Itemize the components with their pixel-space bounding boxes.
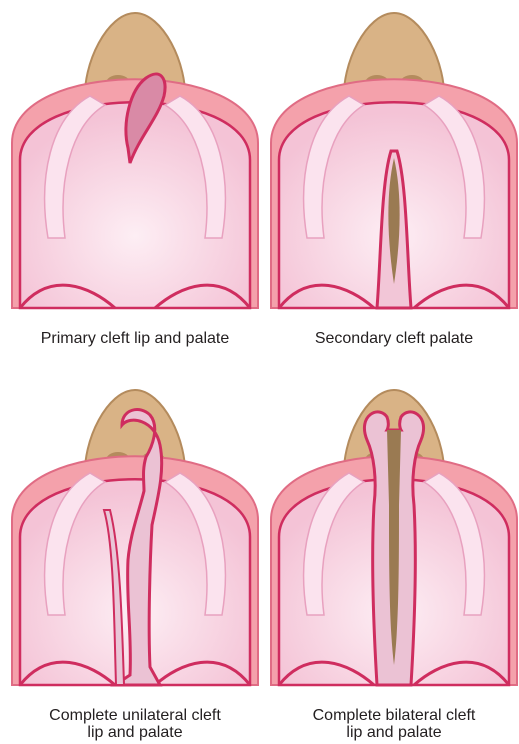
caption-primary: Primary cleft lip and palate (10, 330, 260, 347)
unilateral-cleft-illustration (10, 385, 260, 697)
panel-secondary (269, 8, 519, 320)
caption-line: Primary cleft lip and palate (10, 330, 260, 347)
caption-line: lip and palate (10, 724, 260, 741)
caption-secondary: Secondary cleft palate (269, 330, 519, 347)
panel-unilateral (10, 385, 260, 697)
secondary-cleft-illustration (269, 8, 519, 320)
caption-line: Complete unilateral cleft (10, 707, 260, 724)
caption-bilateral: Complete bilateral cleft lip and palate (269, 707, 519, 741)
panel-primary (10, 8, 260, 320)
primary-cleft-illustration (10, 8, 260, 320)
panel-bilateral (269, 385, 519, 697)
caption-unilateral: Complete unilateral cleft lip and palate (10, 707, 260, 741)
caption-line: Secondary cleft palate (269, 330, 519, 347)
bilateral-cleft-illustration (269, 385, 519, 697)
caption-line: lip and palate (269, 724, 519, 741)
caption-line: Complete bilateral cleft (269, 707, 519, 724)
